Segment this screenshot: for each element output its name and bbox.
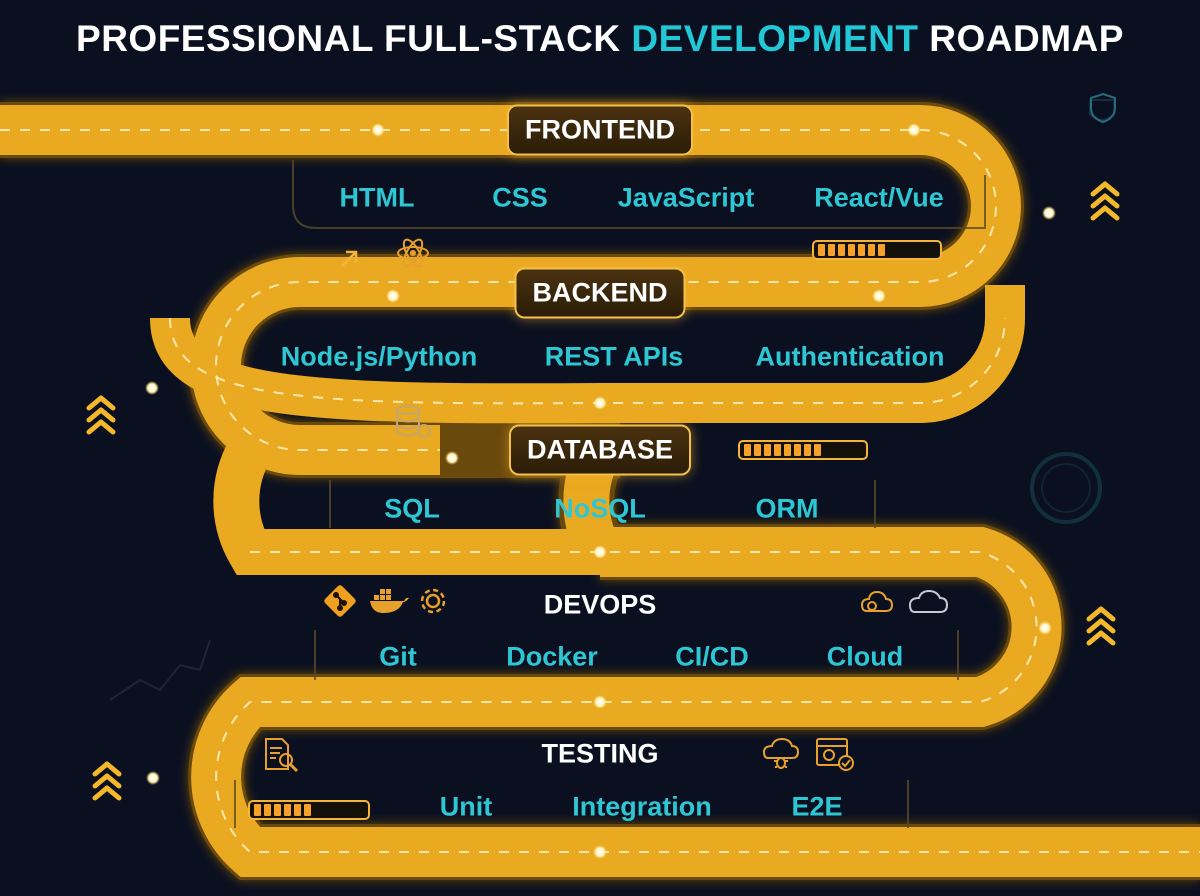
stage-testing-label: TESTING [541,738,659,769]
title-suffix: ROADMAP [918,18,1124,59]
git-icon [324,585,356,617]
progress-cell [848,244,855,256]
skill-git: Git [379,641,417,672]
progress-cell [274,804,281,816]
skill-nosql: NoSQL [554,493,646,524]
database-icon [396,405,431,438]
skill-node-python: Node.js/Python [280,341,478,372]
progress-cell [304,804,311,816]
cloud-gear-icon [860,590,894,612]
database-progress-bar [738,440,868,460]
stage-backend-chip: BACKEND [514,267,686,319]
progress-cell [264,804,271,816]
skill-orm: ORM [755,493,819,524]
progress-cell [858,244,865,256]
testing-progress-bar [248,800,370,820]
skill-javascript: JavaScript [617,182,755,213]
bug-cloud-icon [762,737,800,769]
skill-sql: SQL [384,493,440,524]
chevron-up-icon [86,395,116,435]
frontend-progress-bar [812,240,942,260]
progress-cell [294,804,301,816]
chevron-up-icon [92,761,122,801]
skill-frames [234,160,986,828]
progress-cell [774,444,781,456]
progress-cell [868,244,875,256]
skill-cloud: Cloud [826,641,904,672]
skill-e2e: E2E [791,791,843,822]
skill-html: HTML [339,182,415,213]
arrow-up-right-icon [341,250,358,267]
progress-cell [254,804,261,816]
document-search-icon [265,738,299,773]
road-lights [145,123,1056,859]
docker-icon [370,589,409,613]
shield-icon [1090,92,1116,124]
skill-ci-cd: CI/CD [675,641,749,672]
stage-frontend-chip: FRONTEND [507,104,693,156]
stage-database-chip: DATABASE [509,424,691,476]
progress-cell [838,244,845,256]
progress-cell [804,444,811,456]
progress-cell [818,244,825,256]
skill-unit: Unit [439,791,493,822]
atom-icon [397,238,429,268]
gear-icon [420,588,446,614]
skill-integration: Integration [572,791,712,822]
skill-react-vue: React/Vue [814,182,944,213]
skill-authentication: Authentication [755,341,945,372]
progress-cell [754,444,761,456]
progress-cell [784,444,791,456]
progress-cell [878,244,885,256]
skill-rest-apis: REST APIs [544,341,684,372]
progress-cell [744,444,751,456]
skill-css: CSS [492,182,548,213]
cloud-icon [908,589,949,613]
stage-devops-label: DEVOPS [543,589,657,620]
progress-cell [814,444,821,456]
progress-cell [828,244,835,256]
chevron-up-icon [1090,181,1120,221]
progress-cell [794,444,801,456]
page-title: PROFESSIONAL FULL-STACK DEVELOPMENT ROAD… [0,18,1200,60]
browser-check-icon [816,738,854,771]
skill-docker: Docker [506,641,598,672]
title-prefix: PROFESSIONAL FULL-STACK [76,18,632,59]
progress-cell [284,804,291,816]
chevron-up-icon [1086,606,1116,646]
progress-cell [764,444,771,456]
title-accent: DEVELOPMENT [631,18,919,59]
